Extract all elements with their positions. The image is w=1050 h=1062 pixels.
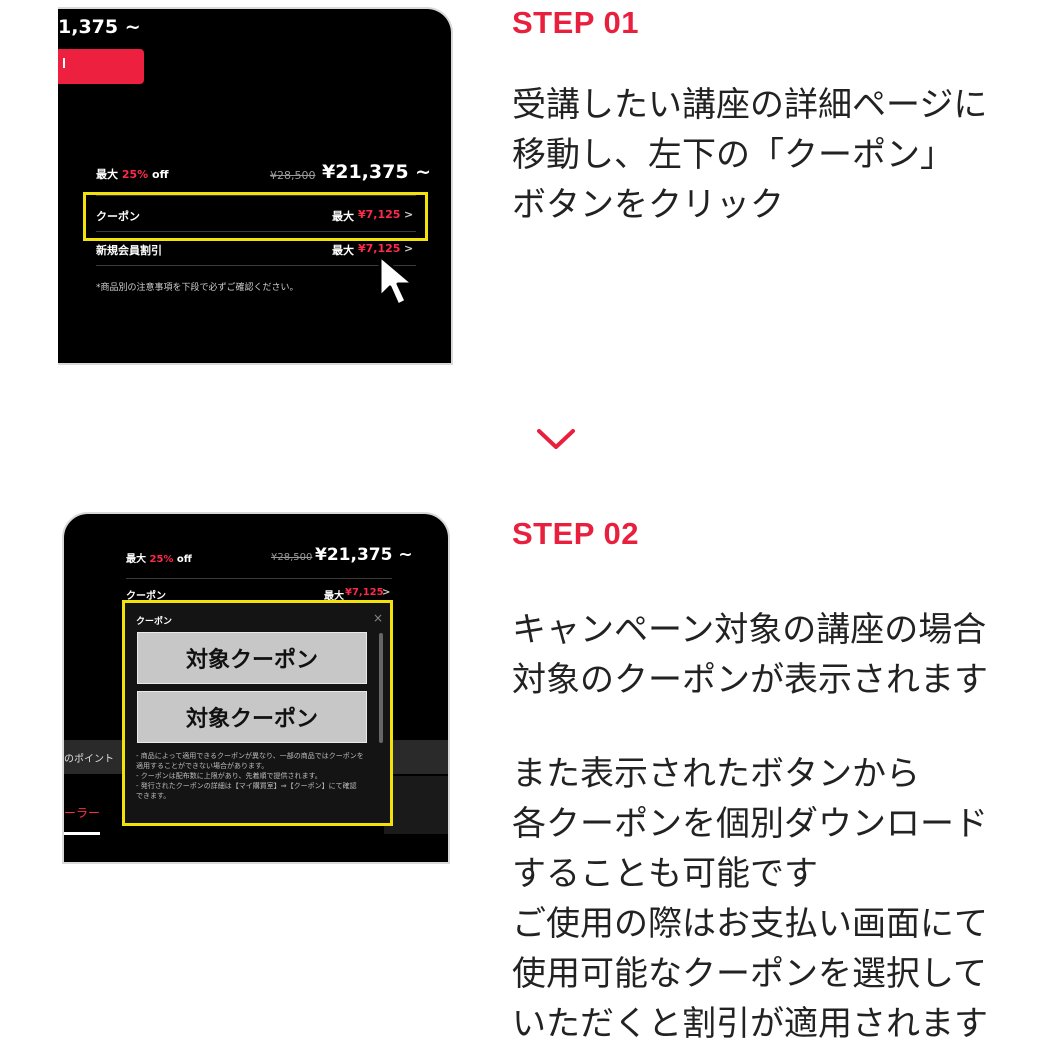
coupon-amount: ¥7,125	[345, 587, 384, 598]
coupon-download-button[interactable]: 対象クーポン	[137, 691, 367, 743]
popup-scrollbar[interactable]	[379, 633, 383, 743]
step1-desc-line: 移動し、左下の「クーポン」	[512, 135, 954, 175]
step1-desc-line: ボタンをクリック	[512, 185, 784, 225]
coupon-label: クーポン	[126, 591, 166, 602]
divider	[96, 195, 416, 196]
mouse-pointer-icon	[378, 254, 415, 307]
original-price: ¥28,500	[271, 552, 313, 563]
chevron-down-icon	[537, 429, 575, 449]
popup-note-line: 適用することができない場合があります。	[136, 762, 269, 770]
coupon-amount: ¥7,125	[358, 208, 401, 221]
step2-desc-line: いただくと割引が適用されます	[512, 1004, 988, 1044]
step2-desc-line: 使用可能なクーポンを選択して	[512, 954, 987, 994]
step2-desc-line: 各クーポンを個別ダウンロード	[512, 804, 988, 844]
purchase-button[interactable]	[58, 49, 144, 84]
top-price: 1,375 ~	[58, 16, 141, 38]
button-fragment-icon	[59, 58, 65, 68]
side-red-label: ーラー	[64, 806, 101, 820]
step1-desc-line: 受講したい講座の詳細ページに	[512, 85, 988, 125]
coupon-row[interactable]: クーポン 最大 ¥7,125 >	[96, 206, 416, 226]
member-discount-row[interactable]: 新規会員割引 最大 ¥7,125 >	[96, 240, 416, 260]
notice-text: *商品別の注意事項を下段で必ずご確認ください。	[96, 283, 299, 293]
popup-highlight-box	[122, 600, 393, 826]
chevron-right-icon: >	[382, 587, 391, 598]
close-icon[interactable]: ×	[373, 611, 384, 625]
step2-desc-line: することも可能です	[512, 854, 818, 894]
popup-note-line: - 発行されたクーポンの詳細は【マイ購買室】⇒【クーポン】にて確認	[136, 782, 357, 790]
side-heading-fragment	[64, 832, 100, 835]
member-discount-label: 新規会員割引	[96, 244, 162, 257]
popup-note-line: - クーポンは配布数に上限があり、先着順で提供されます。	[136, 772, 322, 780]
step2-desc-line: ご使用の際はお支払い画面にて	[512, 904, 988, 944]
max-discount-label: 最大 25% off	[126, 554, 192, 565]
coupon-max: 最大	[332, 210, 354, 223]
step1-screenshot: 1,375 ~ 最大 25% off ¥28,500 ¥21,375 ~ クーポ…	[58, 7, 453, 365]
step2-description: キャンペーン対象の講座の場合 対象のクーポンが表示されます また表示されたボタン…	[512, 605, 988, 1049]
step2-desc-line: また表示されたボタンから	[512, 754, 920, 794]
divider	[126, 578, 392, 579]
max-discount-label: 最大 25% off	[96, 168, 169, 181]
popup-notes: - 商品によって適用できるクーポンが異なり、一部の商品ではクーポンを 適用するこ…	[136, 751, 386, 801]
step1-description: 受講したい講座の詳細ページに 移動し、左下の「クーポン」 ボタンをクリック	[512, 80, 987, 230]
divider	[96, 265, 416, 266]
chevron-right-icon: >	[404, 208, 414, 221]
chevron-right-icon: >	[404, 242, 414, 255]
coupon-popup: クーポン × 対象クーポン 対象クーポン - 商品によって適用できるクーポンが異…	[125, 603, 392, 825]
step2-desc-line: キャンペーン対象の講座の場合	[512, 610, 987, 650]
member-amount: ¥7,125	[358, 242, 401, 255]
side-section-bar-right	[384, 740, 448, 774]
step2-desc-gap	[512, 705, 988, 749]
side-section-bar	[64, 740, 124, 774]
sale-price: ¥21,375 ~	[322, 161, 432, 183]
popup-title: クーポン	[136, 617, 173, 627]
divider	[96, 231, 416, 232]
coupon-max: 最大	[324, 591, 344, 602]
step2-desc-line: 対象のクーポンが表示されます	[512, 660, 988, 700]
original-price: ¥28,500	[270, 169, 316, 182]
coupon-download-button[interactable]: 対象クーポン	[137, 632, 367, 684]
member-max: 最大	[332, 244, 354, 257]
popup-note-line: - 商品によって適用できるクーポンが異なり、一部の商品ではクーポンを	[136, 752, 364, 760]
step1-title: STEP 01	[512, 5, 640, 40]
sale-price: ¥21,375 ~	[315, 545, 413, 565]
coupon-label: クーポン	[96, 210, 140, 223]
coupon-highlight-box	[83, 192, 428, 241]
step2-screenshot: 最大 25% off ¥28,500 ¥21,375 ~ クーポン 最大 ¥7,…	[62, 512, 450, 864]
popup-note-line: できます。	[136, 792, 171, 800]
side-dark-panel	[384, 776, 448, 834]
side-section-label: のポイント	[64, 754, 114, 765]
step2-title: STEP 02	[512, 516, 640, 551]
